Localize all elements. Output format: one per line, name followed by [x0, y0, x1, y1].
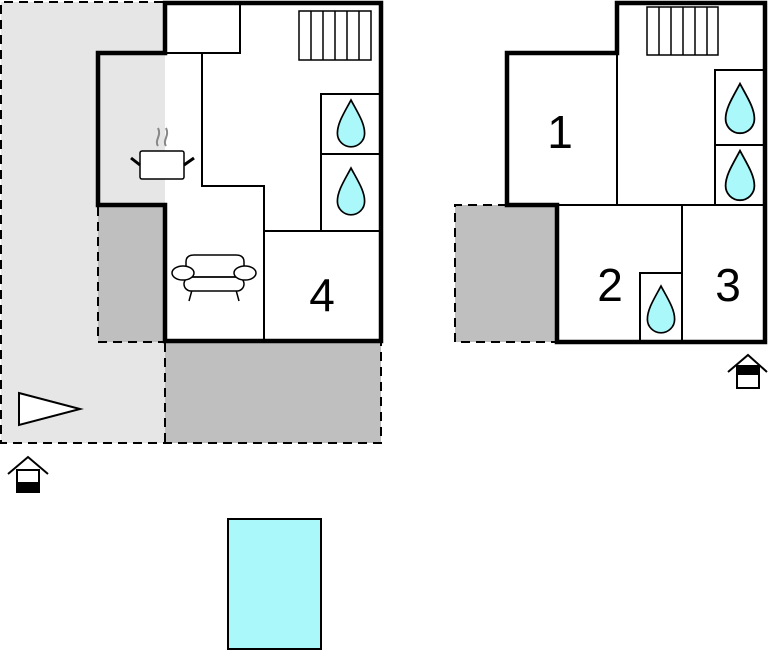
kitchen-pot-icon — [130, 127, 195, 180]
room-label-2: 2 — [597, 259, 623, 311]
bathroom-drop-icon — [724, 82, 756, 135]
terrace-dark-side — [98, 207, 165, 342]
bathroom-drop-icon — [724, 149, 756, 202]
bathroom-drop-icon — [336, 99, 366, 148]
room-label-4: 4 — [309, 269, 335, 321]
upper-floor-plan: 1 2 3 — [454, 0, 768, 389]
terrace-dark — [455, 205, 557, 342]
stairs-icon — [298, 10, 372, 61]
bathroom-drop-icon — [646, 285, 676, 334]
sofa-icon — [171, 254, 257, 302]
room-label-1: 1 — [547, 106, 573, 158]
entrance-icon — [727, 353, 768, 389]
room-label-3: 3 — [715, 259, 741, 311]
bathroom-drop-icon — [336, 167, 366, 216]
pool — [227, 518, 322, 650]
terrace-dark-front — [165, 343, 381, 443]
entrance-icon — [7, 455, 49, 493]
north-arrow-icon — [18, 391, 84, 427]
ground-floor-plan: 4 — [0, 0, 384, 493]
stairs-icon — [646, 6, 719, 56]
